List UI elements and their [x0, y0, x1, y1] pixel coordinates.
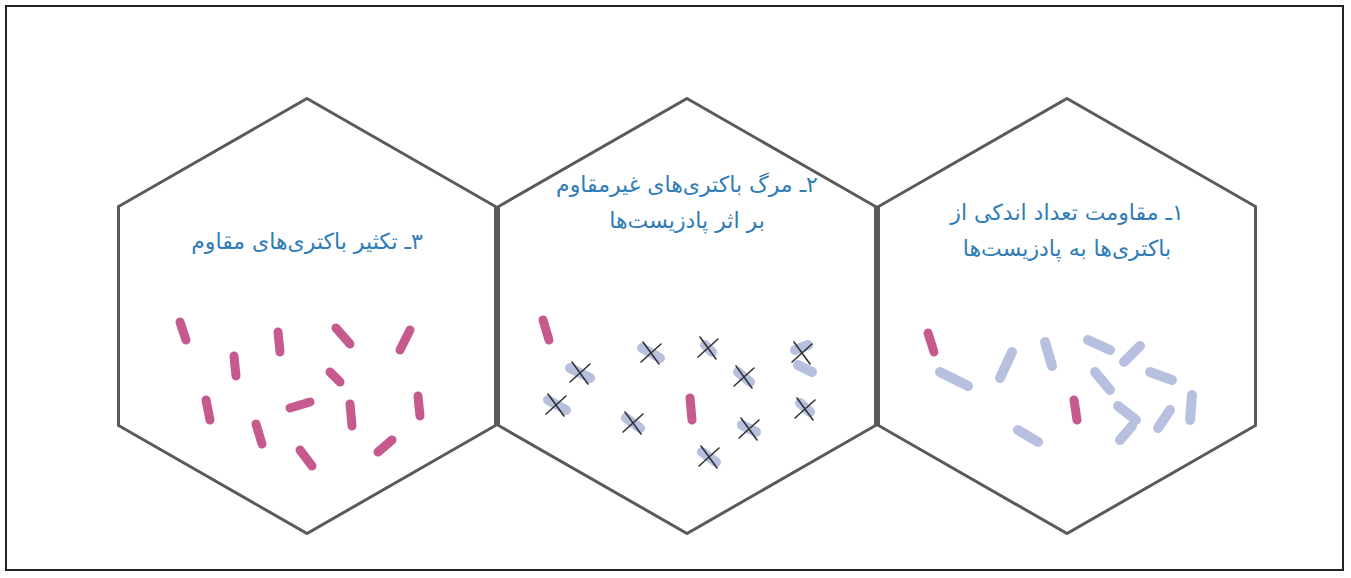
hexagon-outline	[117, 97, 497, 535]
step-hexagon: ۲ـ مرگ باکتری‌های غیرمقاوم بر اثر پادزیس…	[497, 97, 877, 535]
step-hexagon: ۱ـ مقاومت تعداد اندکی از باکتری‌ها به پا…	[877, 97, 1257, 535]
hexagon-outline	[877, 97, 1257, 535]
hexagon-border	[499, 99, 876, 534]
hexagon-border	[119, 99, 496, 534]
step-caption: ۱ـ مقاومت تعداد اندکی از باکتری‌ها به پا…	[927, 195, 1207, 267]
hexagon-outline	[497, 97, 877, 535]
hexagon-border	[879, 99, 1256, 534]
step-hexagon: ۳ـ تکثیر باکتری‌های مقاوم	[117, 97, 497, 535]
step-caption: ۲ـ مرگ باکتری‌های غیرمقاوم بر اثر پادزیس…	[552, 167, 822, 239]
outer-frame	[5, 5, 1344, 571]
step-caption: ۳ـ تکثیر باکتری‌های مقاوم	[147, 224, 467, 260]
